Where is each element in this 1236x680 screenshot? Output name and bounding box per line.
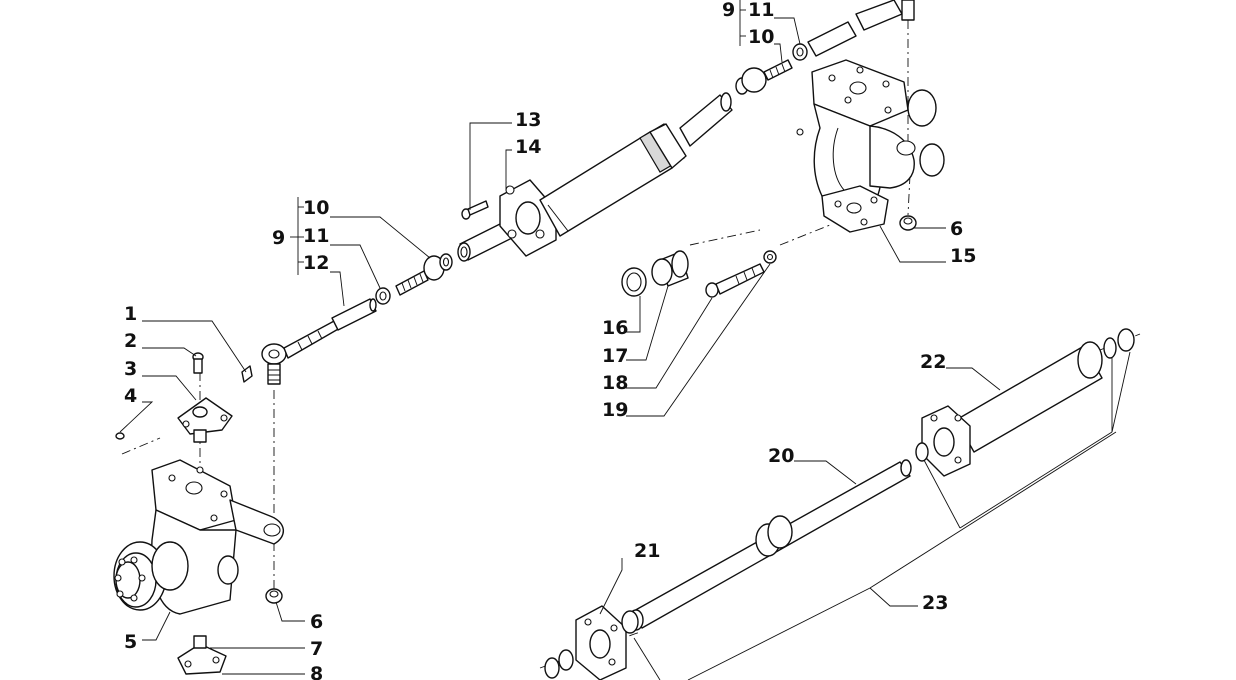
grease-fitting-1 — [241, 365, 253, 383]
nut-19 — [763, 250, 777, 264]
callout-9-left: 9 — [272, 227, 285, 249]
axle-shaft-20 — [628, 459, 912, 631]
callout-2: 2 — [124, 330, 137, 352]
callout-11-right: 11 — [748, 0, 774, 21]
callout-16: 16 — [602, 317, 628, 339]
callout-11-left: 11 — [303, 225, 329, 247]
seal-16 — [621, 267, 647, 297]
nut-11-left — [375, 287, 391, 305]
callout-8: 8 — [310, 663, 323, 680]
bolt-18 — [705, 263, 765, 298]
callout-7: 7 — [310, 638, 323, 660]
leader-lines — [119, 0, 1131, 680]
sleeve-12 — [331, 298, 377, 331]
callout-10-left: 10 — [303, 197, 329, 219]
plug-4 — [115, 432, 125, 440]
callout-23: 23 — [922, 592, 948, 614]
axle-housing-15 — [796, 59, 945, 233]
king-pin-cap-3 — [177, 397, 233, 443]
callout-21: 21 — [634, 540, 660, 562]
callout-labels: 1 2 3 4 5 6 7 8 9 10 11 12 13 14 9 11 10… — [124, 0, 976, 680]
nut-6-left — [265, 588, 283, 604]
steering-cylinder — [457, 92, 733, 262]
callout-6-right: 6 — [950, 218, 963, 240]
callout-22: 22 — [920, 351, 946, 373]
rod-end-10-left — [395, 253, 453, 296]
callout-5: 5 — [124, 631, 137, 653]
nut-11-right — [792, 43, 808, 61]
callout-10-right: 10 — [748, 26, 774, 48]
bolt-2 — [192, 352, 204, 374]
callout-15: 15 — [950, 245, 976, 267]
callout-4: 4 — [124, 385, 137, 407]
callout-1: 1 — [124, 303, 137, 325]
callout-19: 19 — [602, 399, 628, 421]
callout-14: 14 — [515, 136, 541, 158]
seal-rings-left — [544, 649, 574, 679]
nut-6-right — [899, 215, 917, 231]
bolt-13 — [461, 200, 489, 220]
callout-9-right: 9 — [722, 0, 735, 21]
seal-rings-right — [915, 328, 1135, 462]
steering-knuckle-5 — [113, 459, 284, 615]
callout-20: 20 — [768, 445, 794, 467]
housing-tube-22 — [921, 341, 1103, 477]
flange-21 — [575, 605, 639, 680]
callout-6-left: 6 — [310, 611, 323, 633]
king-pin-cap-7 — [177, 635, 227, 675]
tie-rod-end-left — [261, 319, 341, 385]
callout-3: 3 — [124, 358, 137, 380]
bushing-17 — [651, 250, 689, 287]
callout-17: 17 — [602, 345, 628, 367]
callout-12: 12 — [303, 252, 329, 274]
callout-18: 18 — [602, 372, 628, 394]
sleeve-12-right — [807, 0, 915, 57]
callout-13: 13 — [515, 109, 541, 131]
rod-end-10-right — [735, 59, 793, 95]
